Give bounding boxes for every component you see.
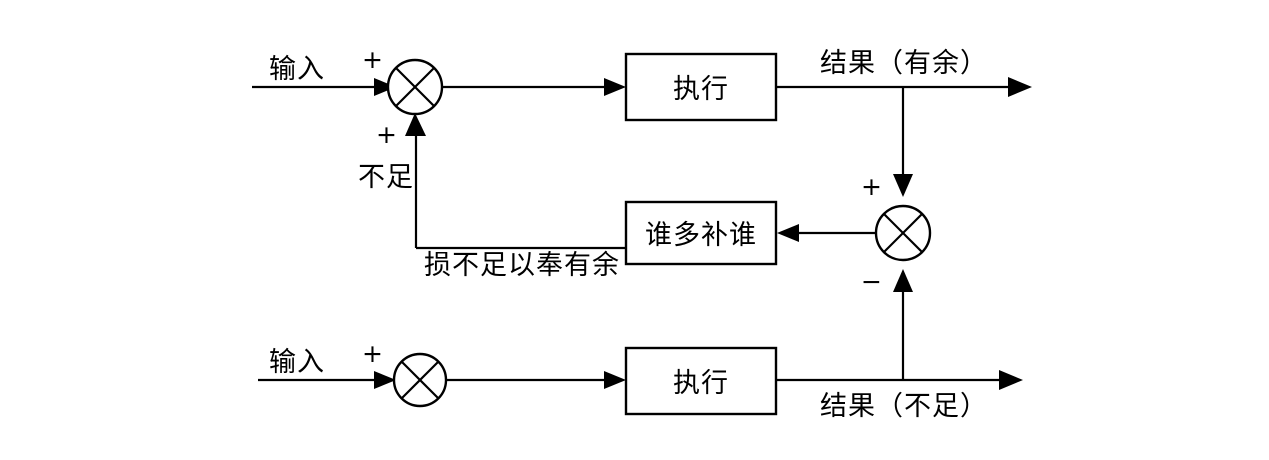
arrowhead-input-bottom [374, 371, 396, 389]
block-compensate [624, 200, 778, 266]
label-input-top: 输入 [269, 54, 325, 85]
sign-bottom-input-plus: + [362, 339, 383, 368]
label-output-top: 结果（有余） [820, 48, 988, 79]
arrowhead-output-bottom [999, 370, 1023, 390]
block-execute-top [624, 52, 778, 122]
label-feedback-into-top: 不足 [358, 162, 414, 193]
arrowhead-execute-bottom-in [604, 371, 626, 389]
arrowhead-right-sum-bottom-in [893, 269, 913, 292]
sum-bottom-left-cross-b [401, 361, 439, 399]
label-block-compensate: 谁多补谁 [645, 220, 757, 251]
arrowhead-right-sum-top-in [893, 174, 913, 197]
label-output-bottom: 结果（不足） [820, 391, 988, 422]
sign-right-plus: + [861, 172, 882, 201]
arrowhead-execute-top-in [604, 78, 626, 96]
sum-right-cross-b [883, 213, 923, 253]
label-input-bottom: 输入 [269, 347, 325, 378]
sum-top-left-cross-b [395, 67, 435, 107]
sign-right-minus: − [861, 267, 882, 296]
sign-top-input-plus: + [362, 45, 383, 74]
label-feedback-path: 损不足以奉有余 [424, 250, 620, 281]
sign-top-feedback-plus: + [376, 120, 397, 149]
arrowhead-output-top [1008, 77, 1032, 97]
arrowhead-input-top [374, 78, 396, 96]
block-execute-bottom [624, 346, 778, 416]
arrowhead-feedback-into-sum-top [405, 113, 426, 136]
label-block-execute-top: 执行 [673, 74, 729, 105]
label-block-execute-bottom: 执行 [673, 368, 729, 399]
arrowhead-compensate-in [777, 224, 799, 242]
